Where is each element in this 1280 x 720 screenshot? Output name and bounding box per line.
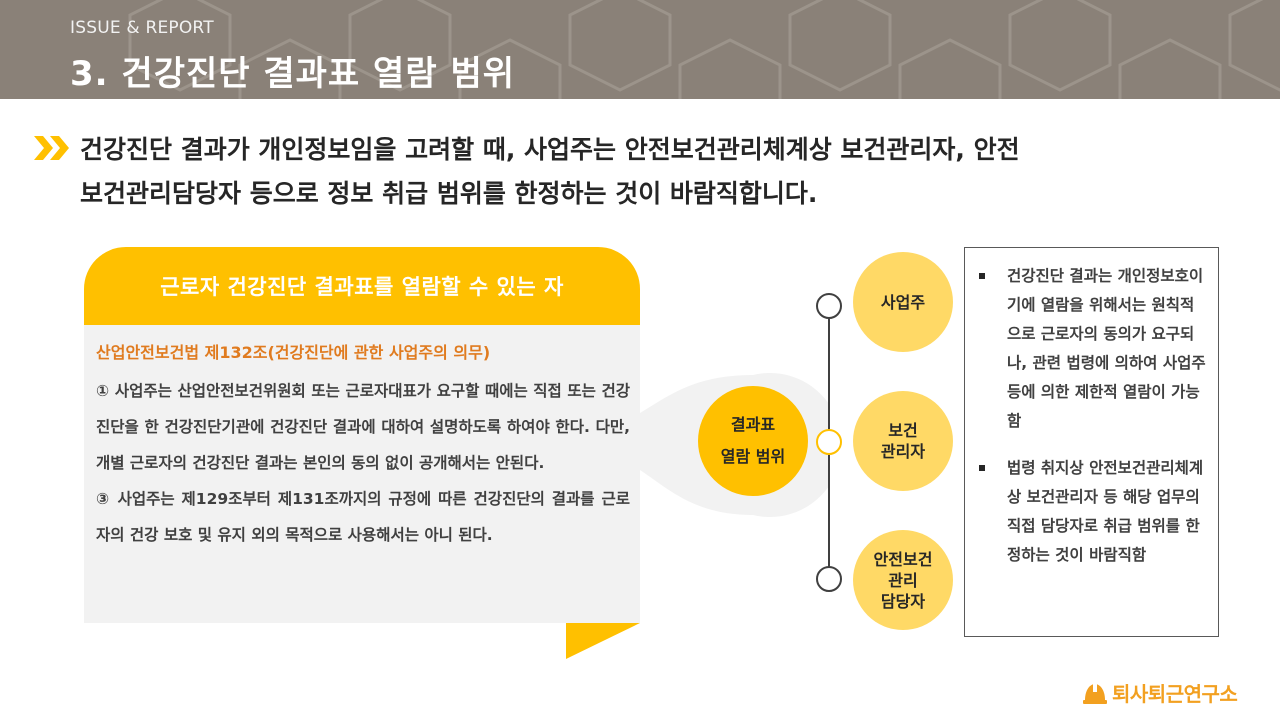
hardhat-logo-icon	[1083, 681, 1107, 704]
card-heading: 근로자 건강진단 결과표를 열람할 수 있는 자	[84, 247, 640, 325]
page-title: 3. 건강진단 결과표 열람 범위	[70, 54, 516, 94]
card-heading-text: 근로자 건강진단 결과표를 열람할 수 있는 자	[160, 275, 564, 299]
intro-text: 건강진단 결과가 개인정보임을 고려할 때, 사업주는 안전보건관리체계상 보건…	[80, 128, 1240, 216]
center-line-2: 열람 범위	[720, 447, 786, 466]
timeline-dot-1	[816, 293, 842, 319]
role-safety-officer: 안전보건 관리 담당자	[853, 530, 953, 630]
brand-logo: 퇴사퇴근연구소	[1082, 678, 1238, 707]
bullet-icon	[979, 465, 985, 471]
timeline-dot-3	[816, 566, 842, 592]
center-line-1: 결과표	[730, 415, 776, 434]
bullet-icon	[979, 273, 985, 279]
role-employer: 사업주	[853, 252, 953, 352]
role-health-manager-line-1: 보건	[888, 421, 918, 440]
center-circle: 결과표 열람 범위	[698, 386, 808, 496]
timeline-dot-2	[816, 429, 842, 455]
role-health-manager: 보건 관리자	[853, 391, 953, 491]
role-safety-officer-line-2: 관리	[888, 570, 918, 590]
role-safety-officer-line-3: 담당자	[880, 591, 926, 611]
note-item: 건강진단 결과는 개인정보호이기에 열람을 위해서는 원칙적으로 근로자의 동의…	[975, 262, 1208, 436]
double-chevron-icon	[34, 136, 69, 160]
note-text-2: 법령 취지상 안전보건관리체계상 보건관리자 등 해당 업무의 직접 담당자로 …	[1007, 459, 1204, 564]
law-paragraph-1: ① 사업주는 산업안전보건위원회 또는 근로자대표가 요구할 때에는 직접 또는…	[96, 382, 630, 472]
role-safety-officer-line-1: 안전보건	[873, 549, 933, 569]
brand-logo-text: 퇴사퇴근연구소	[1112, 682, 1238, 706]
notes-box: 건강진단 결과는 개인정보호이기에 열람을 위해서는 원칙적으로 근로자의 동의…	[964, 247, 1219, 637]
header-kicker: ISSUE & REPORT	[70, 18, 214, 38]
law-paragraph-3: ③ 사업주는 제129조부터 제131조까지의 규정에 따른 건강진단의 결과를…	[96, 490, 630, 544]
intro-line-2: 보건관리담당자 등으로 정보 취급 범위를 한정하는 것이 바람직합니다.	[80, 179, 818, 208]
role-health-manager-line-2: 관리자	[880, 442, 926, 461]
header-banner: ISSUE & REPORT 3. 건강진단 결과표 열람 범위	[0, 0, 1280, 99]
law-reference: 산업안전보건법 제132조(건강진단에 관한 사업주의 의무)	[96, 343, 491, 362]
note-item: 법령 취지상 안전보건관리체계상 보건관리자 등 해당 업무의 직접 담당자로 …	[975, 454, 1208, 570]
hexagon-pattern	[128, 0, 1280, 99]
intro-line-1: 건강진단 결과가 개인정보임을 고려할 때, 사업주는 안전보건관리체계상 보건…	[80, 135, 1020, 164]
card-fold-corner	[566, 623, 640, 659]
note-text-1: 건강진단 결과는 개인정보호이기에 열람을 위해서는 원칙적으로 근로자의 동의…	[1007, 267, 1206, 430]
role-employer-label: 사업주	[880, 292, 926, 312]
law-card: 산업안전보건법 제132조(건강진단에 관한 사업주의 의무) ① 사업주는 산…	[84, 325, 640, 623]
